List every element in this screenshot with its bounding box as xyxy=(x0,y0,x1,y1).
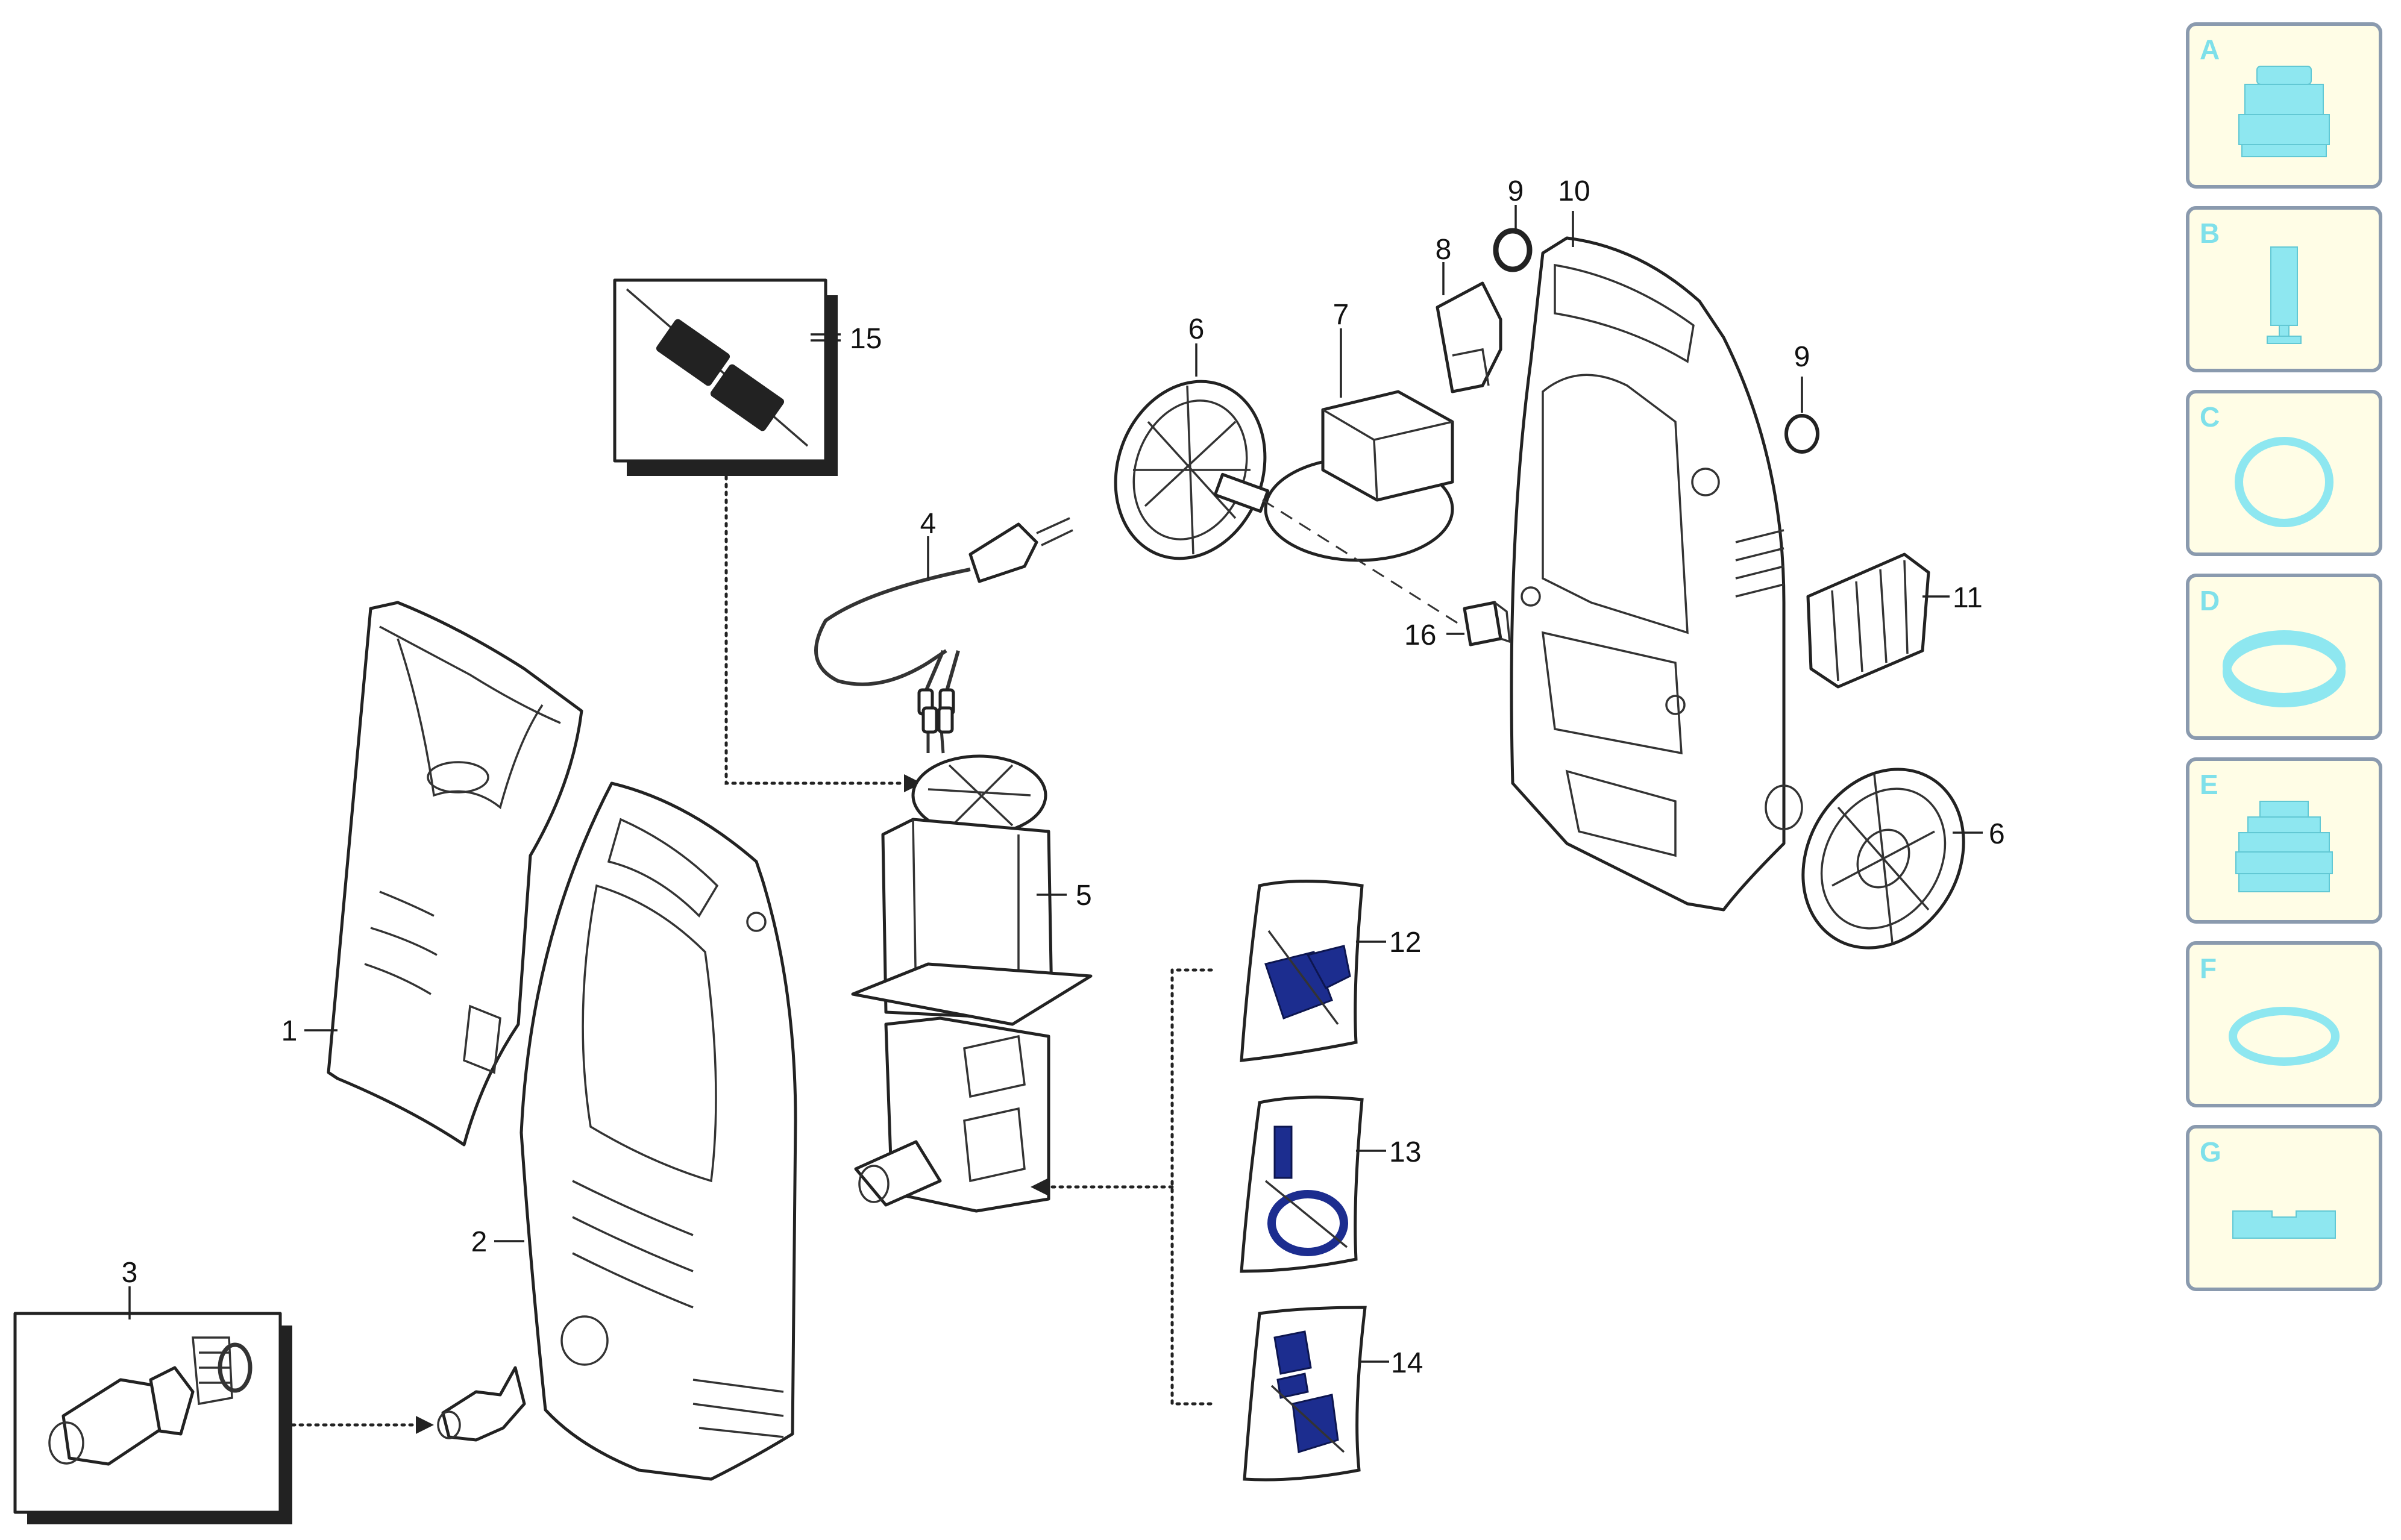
legend-letter: A xyxy=(2200,34,2220,65)
part-2-main-housing xyxy=(494,781,797,1481)
callout-15: 15 xyxy=(850,323,882,355)
brush-to-motor-link xyxy=(724,459,906,785)
legend-card-e[interactable]: E xyxy=(2186,757,2382,924)
legend-letter: C xyxy=(2200,401,2220,433)
part-9-oring-right xyxy=(1784,377,1819,454)
legend-card-a[interactable]: A xyxy=(2186,22,2382,189)
callout-9-upper: 9 xyxy=(1508,175,1524,207)
callout-10: 10 xyxy=(1558,175,1590,207)
legend-letter: D xyxy=(2200,585,2220,616)
part-9-oring-upper xyxy=(1493,205,1533,272)
part-10-rear-housing xyxy=(1510,211,1803,912)
legend-letter: F xyxy=(2200,953,2217,984)
callout-1: 1 xyxy=(281,1015,298,1047)
part-3-coupling-box xyxy=(13,1286,292,1524)
oring-icon xyxy=(2235,437,2334,527)
callout-16: 16 xyxy=(1404,619,1436,651)
part-6-wheel-upper xyxy=(1114,343,1270,560)
seal-ring-icon xyxy=(2223,630,2346,707)
brush-arrow xyxy=(904,774,922,792)
part-8-handle-clip xyxy=(1436,262,1502,393)
callout-9-right: 9 xyxy=(1794,341,1810,373)
legend-letter: G xyxy=(2200,1136,2221,1168)
legend-card-c[interactable]: C xyxy=(2186,390,2382,556)
gasket-icon xyxy=(2229,1007,2340,1066)
part-11-cord-hook xyxy=(1806,552,1950,689)
callout-6-upper: 6 xyxy=(1188,313,1205,345)
callout-8: 8 xyxy=(1436,234,1452,266)
kit-arrow xyxy=(1031,1178,1049,1196)
callout-4: 4 xyxy=(920,508,937,540)
block-icon xyxy=(2232,1210,2336,1239)
legend-card-f[interactable]: F xyxy=(2186,941,2382,1107)
callout-11: 11 xyxy=(1953,582,1983,614)
legend-letter: E xyxy=(2200,769,2218,800)
part-6-wheel-lower xyxy=(1801,768,1983,950)
part-12-kit-bag xyxy=(1240,880,1386,1062)
switch-dash-line xyxy=(1262,499,1459,625)
callout-14: 14 xyxy=(1391,1347,1423,1379)
callout-12: 12 xyxy=(1389,927,1421,959)
callout-13: 13 xyxy=(1389,1136,1421,1168)
legend-letter: B xyxy=(2200,218,2220,249)
legend-card-d[interactable]: D xyxy=(2186,574,2382,740)
callout-5: 5 xyxy=(1076,880,1092,912)
part-4-power-cord xyxy=(814,517,1073,716)
callout-2: 2 xyxy=(471,1226,488,1258)
kit-bracket xyxy=(1170,968,1213,1406)
callout-7: 7 xyxy=(1333,299,1349,331)
valve-stack-icon xyxy=(2235,801,2333,892)
nozzle-icon xyxy=(2238,66,2330,157)
callout-6-lower: 6 xyxy=(1989,818,2005,850)
part-14-kit-bag xyxy=(1243,1306,1389,1482)
part-15-carbon-brushes-box xyxy=(613,278,841,476)
part-5-motor-pump xyxy=(851,706,1093,1213)
part-3-installed-coupling xyxy=(437,1366,526,1442)
part-7-switch-box xyxy=(1264,328,1454,562)
legend-card-g[interactable]: G xyxy=(2186,1125,2382,1291)
legend-card-b[interactable]: B xyxy=(2186,206,2382,372)
plunger-icon xyxy=(2267,246,2302,344)
part-1-front-cover xyxy=(304,601,583,1147)
coupling-arrow xyxy=(416,1416,434,1434)
callout-3: 3 xyxy=(122,1257,138,1289)
part-13-kit-bag xyxy=(1240,1095,1386,1273)
legend-panel: A B C D E F G xyxy=(2186,22,2382,1291)
part-16-small-switch xyxy=(1446,601,1511,646)
